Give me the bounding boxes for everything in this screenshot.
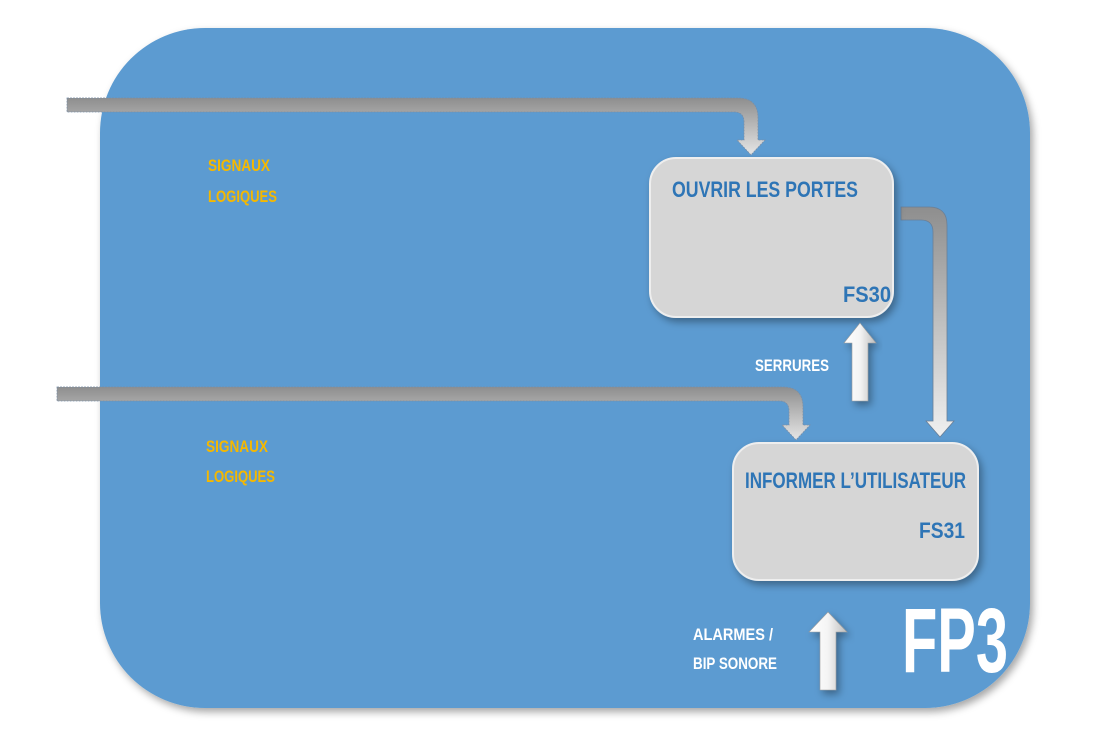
input-2-line1: SIGNAUX: [206, 437, 269, 456]
serrures-label: SERRURES: [755, 356, 829, 375]
fp3-block: [100, 28, 1030, 708]
fs30-title: OUVRIR LES PORTES: [672, 177, 858, 202]
fs31-code: FS31: [919, 518, 965, 543]
serrures-arrow-icon: [843, 322, 877, 402]
input-2-line2: LOGIQUES: [206, 467, 275, 486]
alarmes-label-line1: ALARMES /: [693, 625, 773, 644]
alarmes-arrow-icon: [808, 611, 848, 691]
input-pipe-2: [56, 386, 811, 441]
function-box-fs30: OUVRIR LES PORTES FS30: [649, 157, 894, 318]
alarmes-label-line2: BIP SONORE: [693, 654, 777, 673]
fs30-to-fs31-pipe: [900, 206, 955, 438]
block-label: FP3: [902, 590, 1008, 692]
input-1-line1: SIGNAUX: [208, 156, 271, 175]
fs31-title: INFORMER L’UTILISATEUR: [745, 468, 966, 493]
input-1-line2: LOGIQUES: [208, 187, 277, 206]
fs30-code: FS30: [843, 282, 891, 307]
function-box-fs31: INFORMER L’UTILISATEUR FS31: [732, 442, 979, 581]
input-pipe-1: [66, 97, 766, 156]
